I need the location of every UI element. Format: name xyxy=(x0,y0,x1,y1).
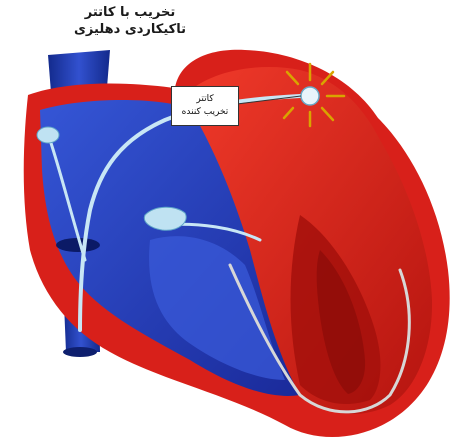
catheter-label-line-1: کاتتر xyxy=(172,93,238,106)
caption-line-1: تخریب با کاتتر xyxy=(40,4,220,21)
catheter-label-line-2: تخریب کننده xyxy=(172,106,238,119)
ivc-opening xyxy=(63,347,97,357)
diagram-caption: تخریب با کاتتر تاکیکاردی دهلیزی xyxy=(40,4,220,38)
ablation-tip xyxy=(301,87,319,105)
catheter-label-box: کاتتر تخریب کننده xyxy=(171,86,239,126)
caption-line-2: تاکیکاردی دهلیزی xyxy=(40,21,220,38)
ventricular-catheter-tip xyxy=(144,207,186,230)
atrial-catheter-tip xyxy=(37,127,59,143)
